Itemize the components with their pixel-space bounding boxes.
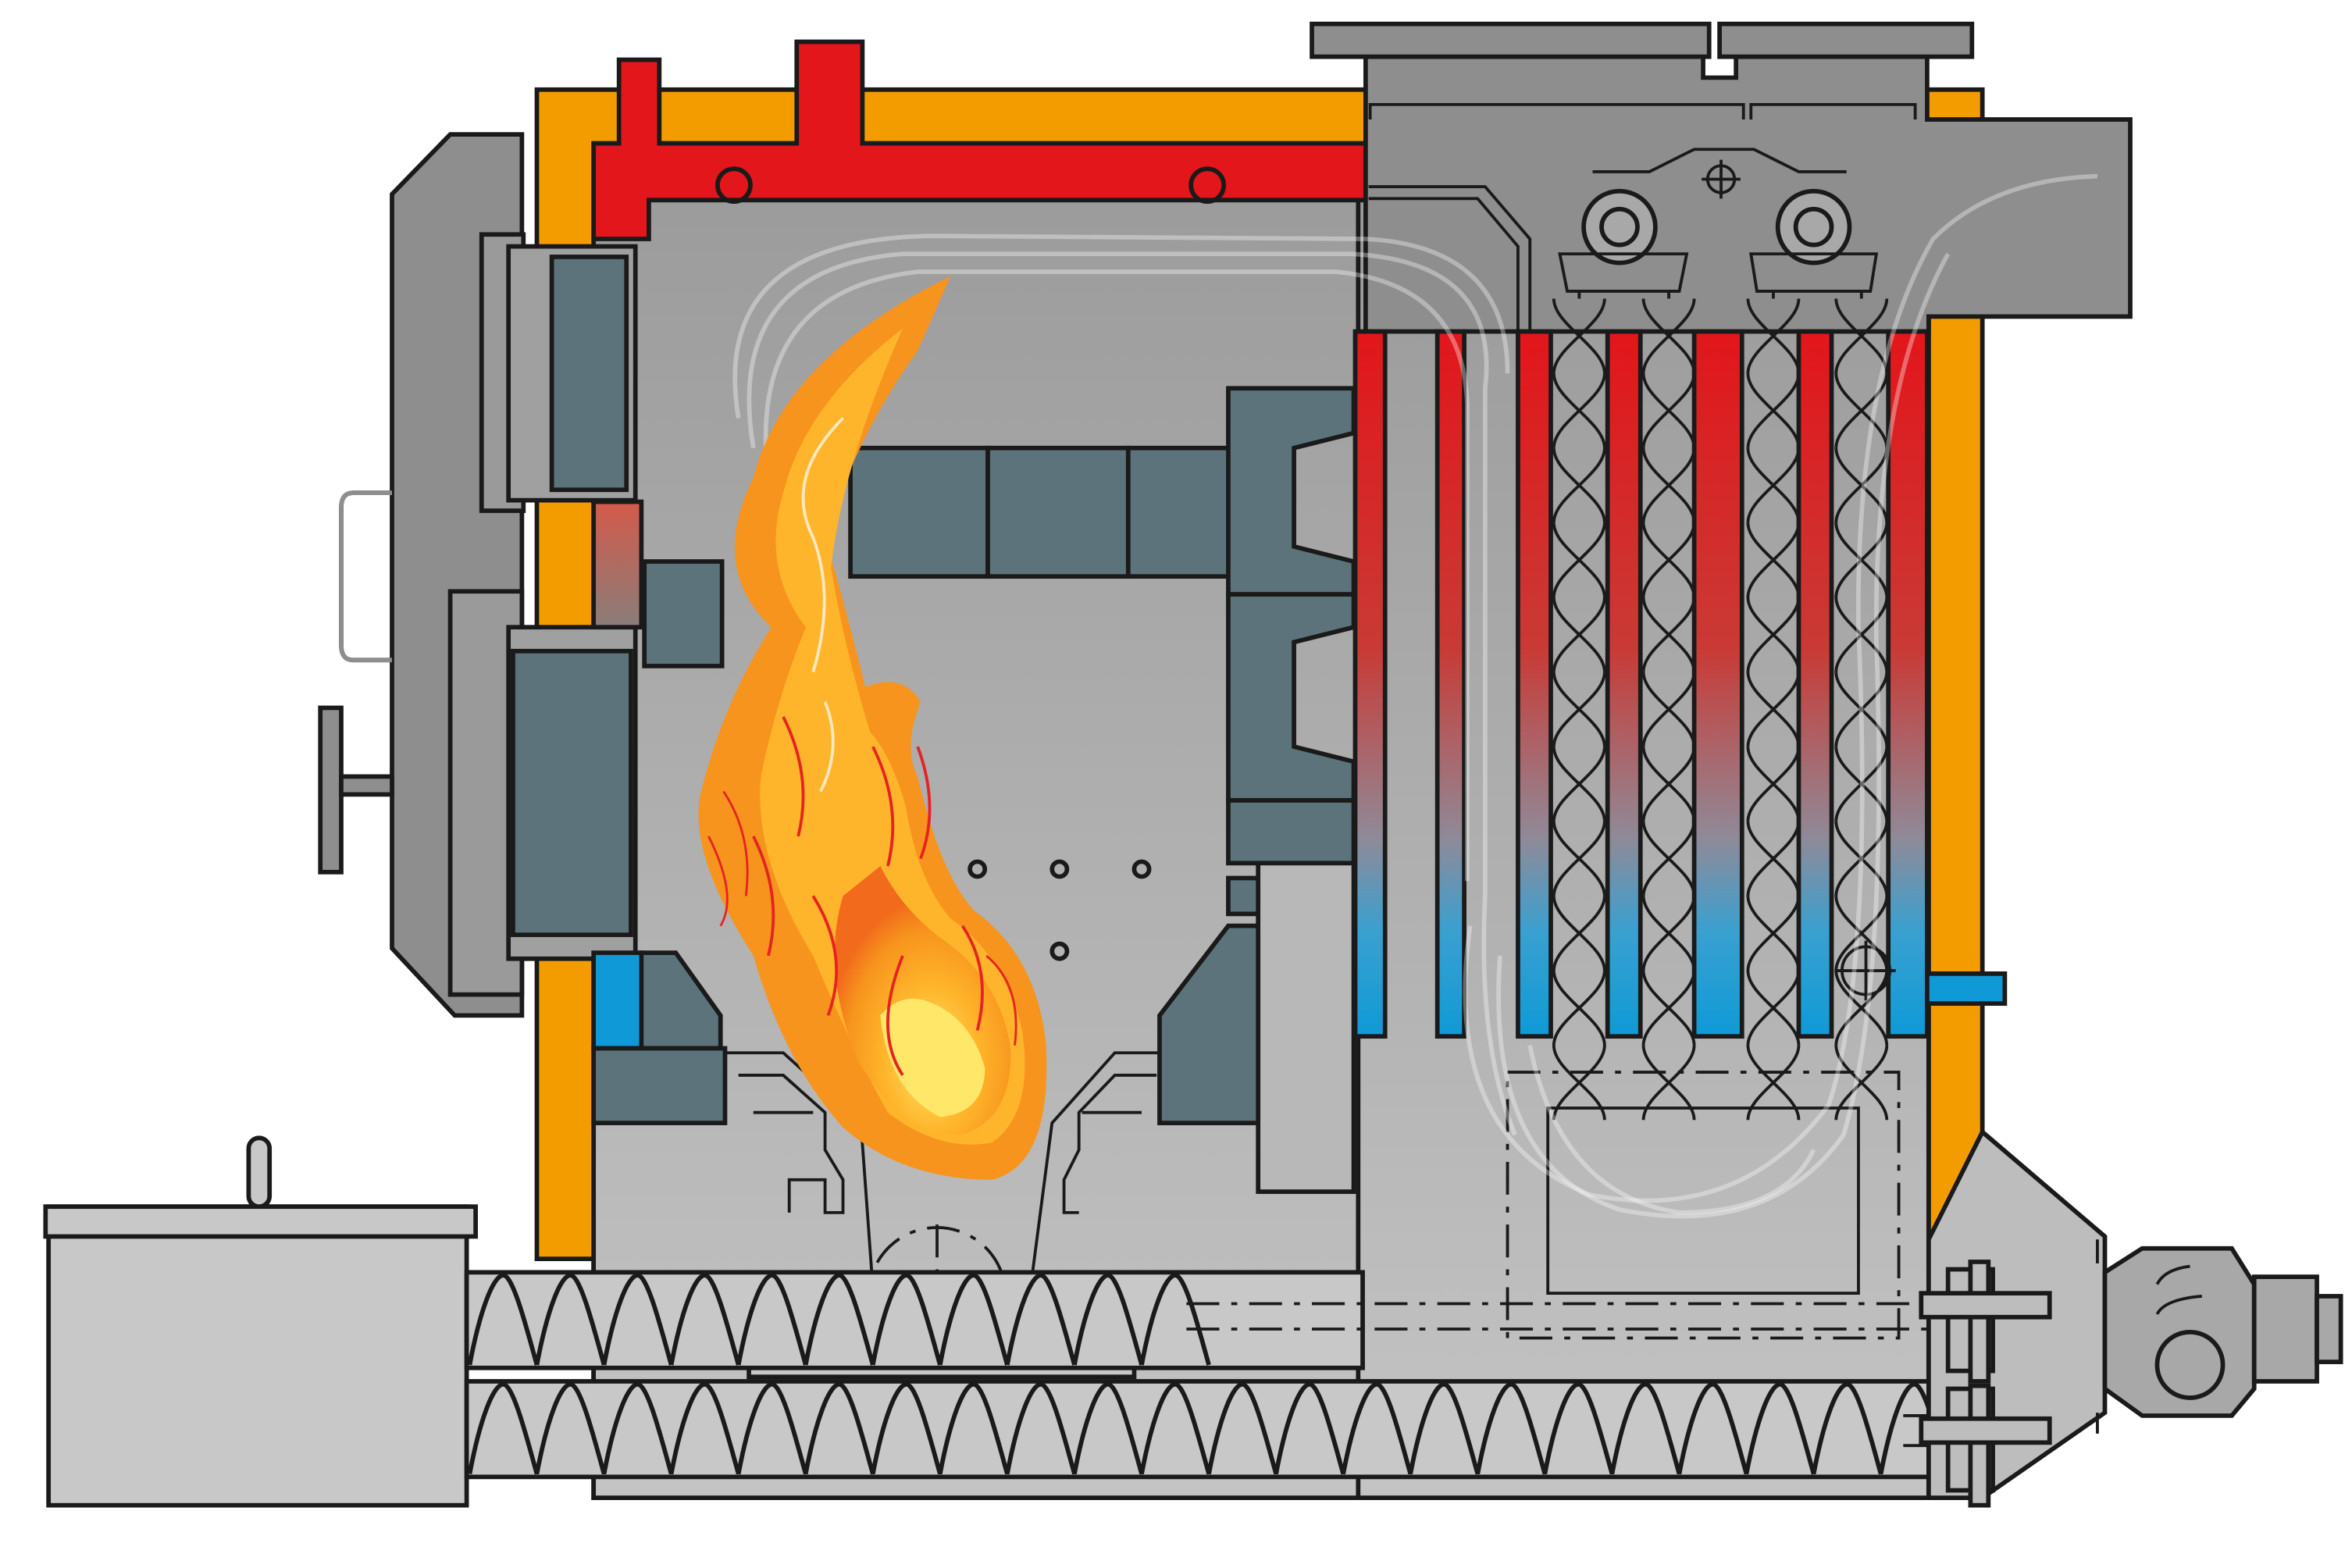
small-refractory-block	[642, 559, 725, 668]
water-tube	[1886, 329, 1930, 1039]
water-tube	[1434, 329, 1466, 1039]
flame-icon	[698, 276, 1047, 1180]
turbulator-ribbon	[1746, 298, 1801, 1121]
water-tube	[1796, 329, 1834, 1039]
water-tube	[1605, 329, 1643, 1039]
turbulator-icon	[1552, 290, 1889, 1121]
auger-spiral	[467, 1273, 1211, 1366]
flame-inner-glow	[880, 998, 985, 1117]
air-nozzle	[968, 859, 988, 879]
hopper-lid	[43, 1204, 478, 1239]
top-cover-right	[1717, 21, 1975, 59]
side-water-gradient	[591, 499, 644, 630]
side-cold-water	[591, 950, 644, 1051]
top-cover-left	[1310, 21, 1712, 59]
motor-shaft	[2154, 1329, 2225, 1400]
air-adjust-spindle	[339, 774, 394, 797]
fuel-feed-system	[43, 1128, 2343, 1508]
refractory-bricks	[848, 386, 1356, 1194]
air-nozzle	[1049, 941, 1070, 961]
connection-port-left	[715, 166, 753, 205]
ash-box	[1506, 1071, 1901, 1340]
heat-exchanger	[1310, 21, 2133, 1500]
upper-refractory-block	[549, 255, 629, 493]
water-tube	[1516, 329, 1553, 1039]
water-tube	[1691, 329, 1744, 1039]
turbulator-pivot-right	[1775, 188, 1852, 265]
auger-icon	[467, 1273, 1951, 1475]
air-adjust-knob[interactable]	[318, 705, 344, 875]
lower-refractory-block	[511, 648, 633, 938]
ash-box-inner	[1546, 1107, 1860, 1295]
connection-port-right	[1188, 166, 1227, 205]
fuel-hopper	[46, 1204, 469, 1508]
turbulator-ribbon	[1834, 298, 1889, 1121]
front-door-assembly	[318, 132, 725, 1051]
motor-body	[2251, 1274, 2319, 1384]
door-handle[interactable]	[339, 490, 392, 663]
motor-endcap	[2315, 1294, 2343, 1364]
water-tube	[1352, 329, 1388, 1039]
flue-gas-paths	[732, 173, 2098, 1219]
hopper-handle[interactable]	[246, 1135, 273, 1210]
door-handle-inner	[339, 490, 392, 663]
turbulator-ribbon	[1552, 298, 1606, 1121]
auger-spiral	[467, 1381, 1951, 1475]
turbulator-pivot-left	[1581, 188, 1658, 265]
turbulator-drive-arm	[1592, 148, 1847, 173]
flame-mid	[760, 328, 1025, 1145]
air-nozzle	[1049, 859, 1070, 879]
air-nozzle	[1131, 859, 1152, 879]
return-water-outlet	[1925, 971, 2008, 1006]
turbulator-ribbon	[1641, 298, 1696, 1121]
